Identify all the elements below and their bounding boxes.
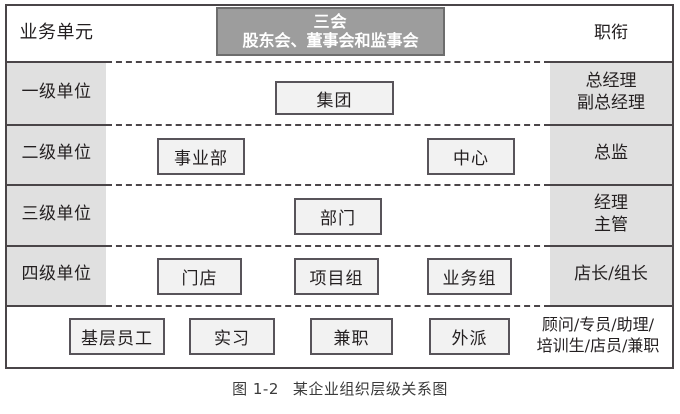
level-4-row: 四级单位 门店 项目组 业务组 店长/组长 [7, 245, 672, 305]
separator-level-1-left [7, 124, 106, 126]
header-right-label: 职衔 [594, 22, 628, 43]
separator-header-right [550, 61, 672, 63]
level-4-right-label: 店长/组长 [574, 264, 648, 285]
level-1-right-label-line2: 副总经理 [577, 92, 645, 113]
figure-caption-text: 某企业组织层级关系图 [292, 380, 448, 398]
base-staff-center-area: 基层员工 实习 兼职 外派 [7, 305, 524, 367]
separator-level-4-left [7, 305, 106, 307]
level-2-right-label: 总监 [594, 143, 628, 164]
chart-frame: 业务单元 三会 股东会、董事会和监事会 职衔 一级单位 集团 总经 [5, 4, 674, 369]
level-4-left-cell: 四级单位 [7, 245, 106, 305]
node-part-time: 兼职 [310, 318, 393, 355]
separator-level-2-left [7, 184, 106, 186]
level-3-center-area: 部门 [106, 184, 550, 245]
header-left-cell: 业务单元 [7, 6, 106, 61]
level-1-left-label: 一级单位 [21, 81, 92, 102]
node-department: 部门 [294, 198, 382, 235]
level-2-left-cell: 二级单位 [7, 124, 106, 184]
level-2-center-area: 事业部 中心 [106, 124, 550, 184]
three-boards-subtitle: 股东会、董事会和监事会 [242, 30, 419, 50]
level-3-right-cell: 经理 主管 [550, 184, 672, 245]
level-3-left-cell: 三级单位 [7, 184, 106, 245]
base-staff-right-label-line2: 培训生/店员/兼职 [536, 336, 660, 355]
level-3-right-label: 经理 主管 [594, 193, 628, 237]
separator-header-mid [106, 61, 550, 63]
figure-caption: 图 1-2 某企业组织层级关系图 [0, 378, 680, 399]
node-intern: 实习 [189, 318, 275, 355]
level-3-right-label-line1: 经理 [594, 192, 628, 213]
header-row: 业务单元 三会 股东会、董事会和监事会 职衔 [7, 6, 672, 61]
header-center-area: 三会 股东会、董事会和监事会 [106, 6, 550, 61]
level-1-right-label-line1: 总经理 [585, 70, 637, 91]
level-1-right-cell: 总经理 副总经理 [550, 61, 672, 124]
level-1-row: 一级单位 集团 总经理 副总经理 [7, 61, 672, 124]
separator-level-1-right [550, 124, 672, 126]
base-staff-right-cell: 顾问/专员/助理/ 培训生/店员/兼职 [524, 305, 672, 367]
node-frontline-staff: 基层员工 [69, 318, 165, 355]
level-1-right-label: 总经理 副总经理 [577, 71, 645, 115]
separator-level-3-mid [106, 245, 550, 247]
node-business-team: 业务组 [427, 258, 512, 295]
level-3-right-label-line2: 主管 [594, 214, 628, 235]
level-1-center-area: 集团 [106, 61, 550, 124]
three-boards-box: 三会 股东会、董事会和监事会 [216, 7, 445, 56]
separator-level-2-right [550, 184, 672, 186]
base-staff-right-label-line1: 顾问/专员/助理/ [541, 315, 655, 335]
node-group: 集团 [275, 81, 394, 115]
level-3-row: 三级单位 部门 经理 主管 [7, 184, 672, 245]
node-center: 中心 [427, 138, 515, 175]
header-right-cell: 职衔 [550, 6, 672, 61]
level-3-left-label: 三级单位 [21, 203, 92, 224]
level-4-center-area: 门店 项目组 业务组 [106, 245, 550, 305]
node-project-team: 项目组 [294, 258, 379, 295]
node-business-division: 事业部 [157, 138, 245, 175]
level-2-left-label: 二级单位 [21, 143, 92, 164]
separator-level-2-mid [106, 184, 550, 186]
separator-level-1-mid [106, 124, 550, 126]
level-4-left-label: 四级单位 [21, 264, 92, 285]
separator-level-3-right [550, 245, 672, 247]
level-4-right-cell: 店长/组长 [550, 245, 672, 305]
header-left-label: 业务单元 [19, 22, 94, 44]
separator-level-4-right [550, 305, 672, 307]
node-store: 门店 [157, 258, 242, 295]
base-staff-right-label: 顾问/专员/助理/ 培训生/店员/兼职 [537, 315, 660, 357]
separator-level-4-mid [106, 305, 550, 307]
node-outsourced: 外派 [429, 318, 510, 355]
separator-level-3-left [7, 245, 106, 247]
level-1-left-cell: 一级单位 [7, 61, 106, 124]
level-2-right-cell: 总监 [550, 124, 672, 184]
base-staff-row: 基层员工 实习 兼职 外派 顾问/专员/助理/ 培训生/店员/兼职 [7, 305, 672, 367]
separator-header-left [7, 61, 106, 63]
level-2-row: 二级单位 事业部 中心 总监 [7, 124, 672, 184]
figure-caption-number: 图 1-2 [232, 380, 279, 398]
three-boards-title: 三会 [313, 11, 348, 31]
